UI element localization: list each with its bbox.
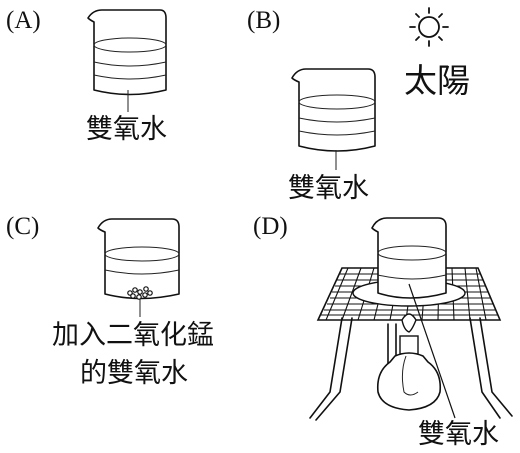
- caption-b: 雙氧水: [288, 173, 369, 204]
- caption-d: 雙氧水: [418, 419, 499, 450]
- tripod: [309, 317, 513, 421]
- manganese-dioxide-particles: [127, 286, 153, 300]
- beaker-b: [291, 68, 376, 170]
- caption-c-line1: 加入二氧化錳: [52, 320, 214, 351]
- beaker-a: [87, 9, 167, 112]
- option-a-label: (A): [6, 7, 41, 34]
- option-b-label: (B): [247, 7, 281, 34]
- option-c-label: (C): [6, 213, 40, 240]
- beaker-c: [97, 218, 180, 317]
- caption-c-line2: 的雙氧水: [80, 358, 188, 389]
- option-d-label: (D): [253, 213, 288, 240]
- alcohol-lamp-icon: [376, 313, 442, 411]
- sun-icon: [409, 7, 449, 47]
- sun-caption: 太陽: [404, 61, 470, 100]
- caption-a: 雙氧水: [86, 114, 167, 145]
- heating-setup-d: [309, 217, 513, 421]
